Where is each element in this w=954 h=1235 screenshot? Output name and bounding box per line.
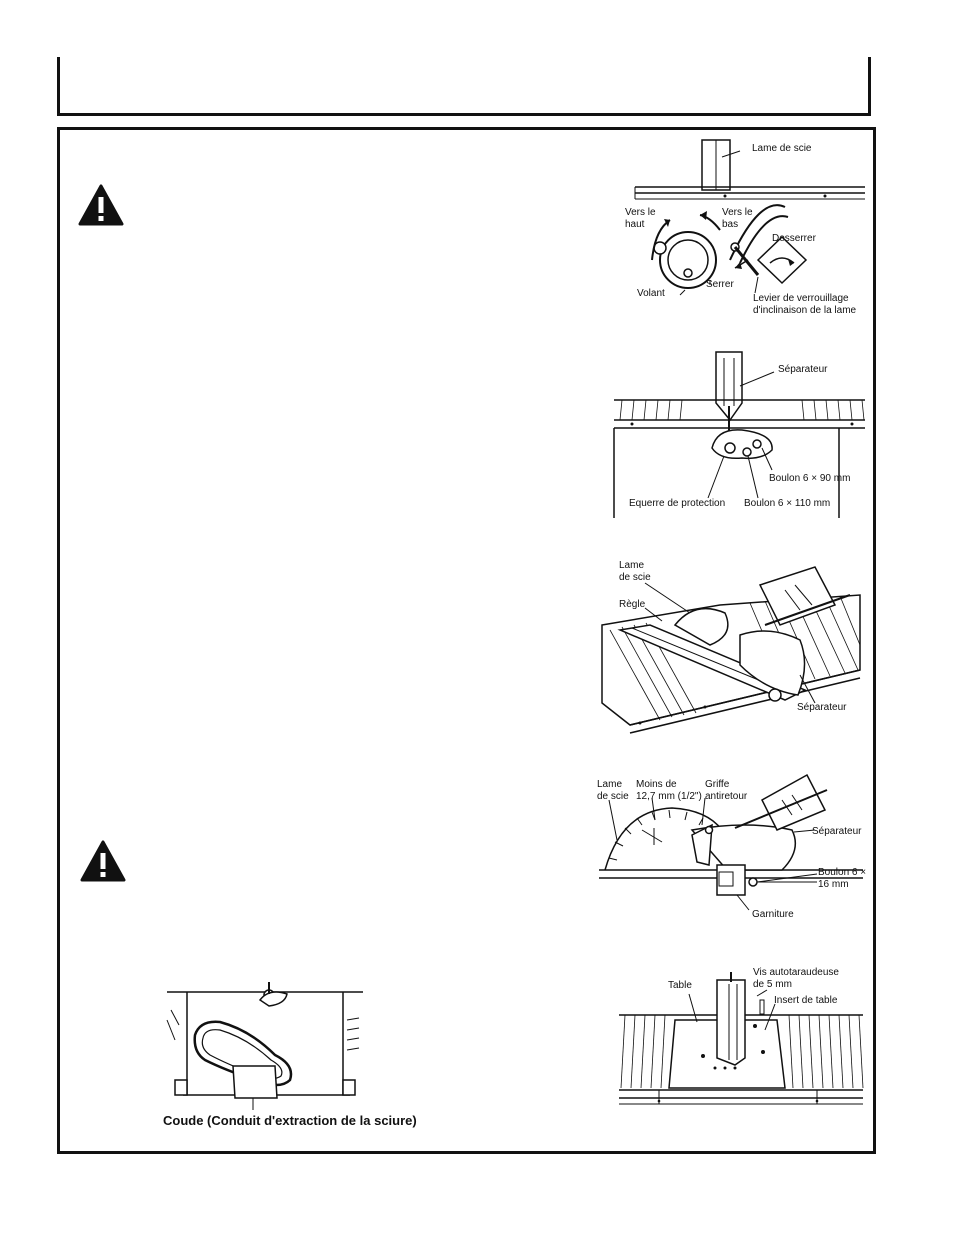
label-garniture: Garniture	[752, 909, 794, 920]
label-levier: Levier de verrouillage d'inclinaison de …	[753, 293, 857, 316]
label-volant: Volant	[637, 288, 665, 299]
label-desserrer: Desserrer	[772, 233, 816, 244]
label-serrer: Serrer	[706, 279, 734, 290]
figure-anti-kickback	[599, 773, 863, 911]
label-separateur: Séparateur	[778, 364, 828, 375]
label-separateur: Séparateur	[812, 826, 862, 837]
label-moins-de: Moins de 12,7 mm (1/2")	[636, 779, 702, 802]
figure-blade-tilt	[634, 139, 865, 296]
figure-table-insert	[619, 972, 864, 1105]
content-frame	[57, 127, 876, 1154]
label-vis: Vis autotaraudeuse de 5 mm	[753, 967, 839, 990]
label-equerre: Equerre de protection	[629, 498, 726, 509]
label-vers-le-bas: Vers le bas	[722, 207, 753, 230]
label-griffe: Griffe antiretour	[705, 779, 748, 802]
label-insert: Insert de table	[774, 995, 838, 1006]
label-separateur: Séparateur	[797, 702, 847, 713]
label-lame-de-scie: Lame de scie	[752, 143, 812, 154]
warning-icon	[78, 184, 124, 226]
warning-icon	[80, 840, 126, 882]
label-boulon-90: Boulon 6 × 90 mm	[769, 473, 851, 484]
page-header-frame	[57, 57, 871, 116]
figure-dust-elbow	[166, 982, 363, 1110]
label-boulon-110: Boulon 6 × 110 mm	[744, 498, 831, 509]
label-lame-de-scie: Lame de scie	[619, 560, 651, 583]
label-lame-de-scie: Lame de scie	[597, 779, 629, 802]
caption-dust-elbow: Coude (Conduit d'extraction de la sciure…	[163, 1113, 417, 1128]
label-regle: Règle	[619, 599, 646, 610]
label-table: Table	[668, 980, 692, 991]
label-vers-le-haut: Vers le haut	[625, 207, 656, 230]
figure-splitter-alignment	[601, 566, 861, 734]
figure-splitter-mount	[613, 351, 865, 518]
label-boulon-16: Boulon 6 × 16 mm	[818, 867, 867, 890]
